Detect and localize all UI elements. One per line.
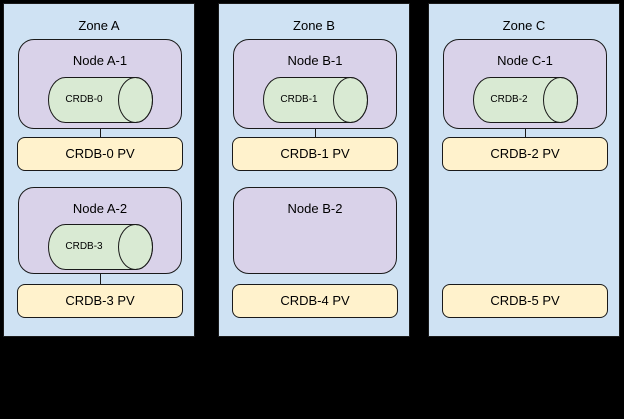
zone-a: Zone A Node A-1 CRDB-0 CRDB-0 PV Node A-… [3,3,195,337]
crdb-pod: CRDB-3 [48,224,153,270]
pv-box: CRDB-0 PV [17,137,183,171]
node-label: Node B-2 [287,201,343,216]
crdb-pod: CRDB-1 [263,77,368,123]
cylinder-shape [48,224,153,270]
pv-label: CRDB-3 PV [65,293,135,308]
node-label: Node C-1 [497,53,553,68]
crdb-pod: CRDB-0 [48,77,153,123]
pv-label: CRDB-0 PV [65,146,135,161]
pod-label: CRDB-0 [65,94,103,105]
pod-pv-connector-line [524,128,526,137]
cylinder-shape [263,77,368,123]
pod-pv-connector-line [99,273,101,284]
pod-label: CRDB-3 [65,241,103,252]
node-a-1: Node A-1 CRDB-0 [18,39,182,129]
pod-label: CRDB-1 [280,94,318,105]
crdb-pod: CRDB-2 [473,77,578,123]
pod-pv-connector-line [99,128,101,137]
zone-b: Zone B Node B-1 CRDB-1 CRDB-1 PV Node B-… [218,3,410,337]
zone-title: Zone B [293,18,335,33]
pv-box: CRDB-5 PV [442,284,608,318]
pv-label: CRDB-5 PV [490,293,560,308]
cylinder-shape [48,77,153,123]
pv-box: CRDB-1 PV [232,137,398,171]
pv-box: CRDB-3 PV [17,284,183,318]
zone-title: Zone C [502,18,546,33]
node-b-2: Node B-2 [233,187,397,274]
node-c-1: Node C-1 CRDB-2 [443,39,607,129]
node-label: Node A-2 [72,201,128,216]
pv-label: CRDB-4 PV [280,293,350,308]
pv-box: CRDB-2 PV [442,137,608,171]
cylinder-shape [473,77,578,123]
node-a-2: Node A-2 CRDB-3 [18,187,182,274]
pv-box: CRDB-4 PV [232,284,398,318]
pv-label: CRDB-2 PV [490,146,560,161]
zone-c: Zone C Node C-1 CRDB-2 CRDB-2 PV CRDB-5 … [428,3,620,337]
pv-label: CRDB-1 PV [280,146,350,161]
node-label: Node B-1 [287,53,343,68]
pod-label: CRDB-2 [490,94,528,105]
node-b-1: Node B-1 CRDB-1 [233,39,397,129]
node-label: Node A-1 [72,53,128,68]
zone-title: Zone A [78,18,120,33]
pod-pv-connector-line [314,128,316,137]
